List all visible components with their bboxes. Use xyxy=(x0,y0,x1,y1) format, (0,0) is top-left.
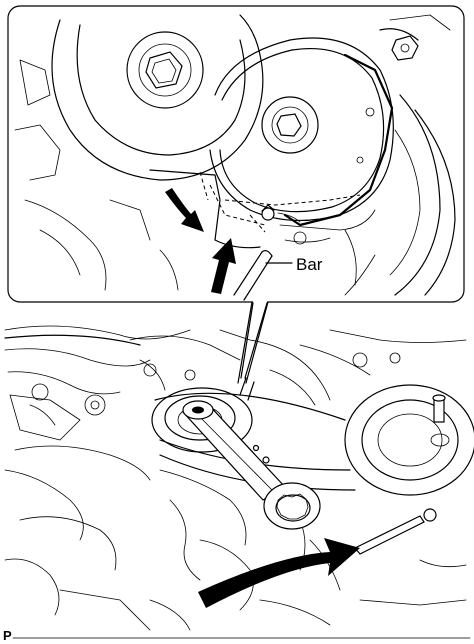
bar-label: Bar xyxy=(296,255,323,274)
push-arrow xyxy=(165,188,204,232)
figure-code: P xyxy=(3,628,12,643)
insert-arrow xyxy=(211,238,236,294)
engine-bay-view xyxy=(4,301,474,631)
rotation-arrow xyxy=(198,538,360,608)
detail-callout: Bar xyxy=(7,5,465,379)
